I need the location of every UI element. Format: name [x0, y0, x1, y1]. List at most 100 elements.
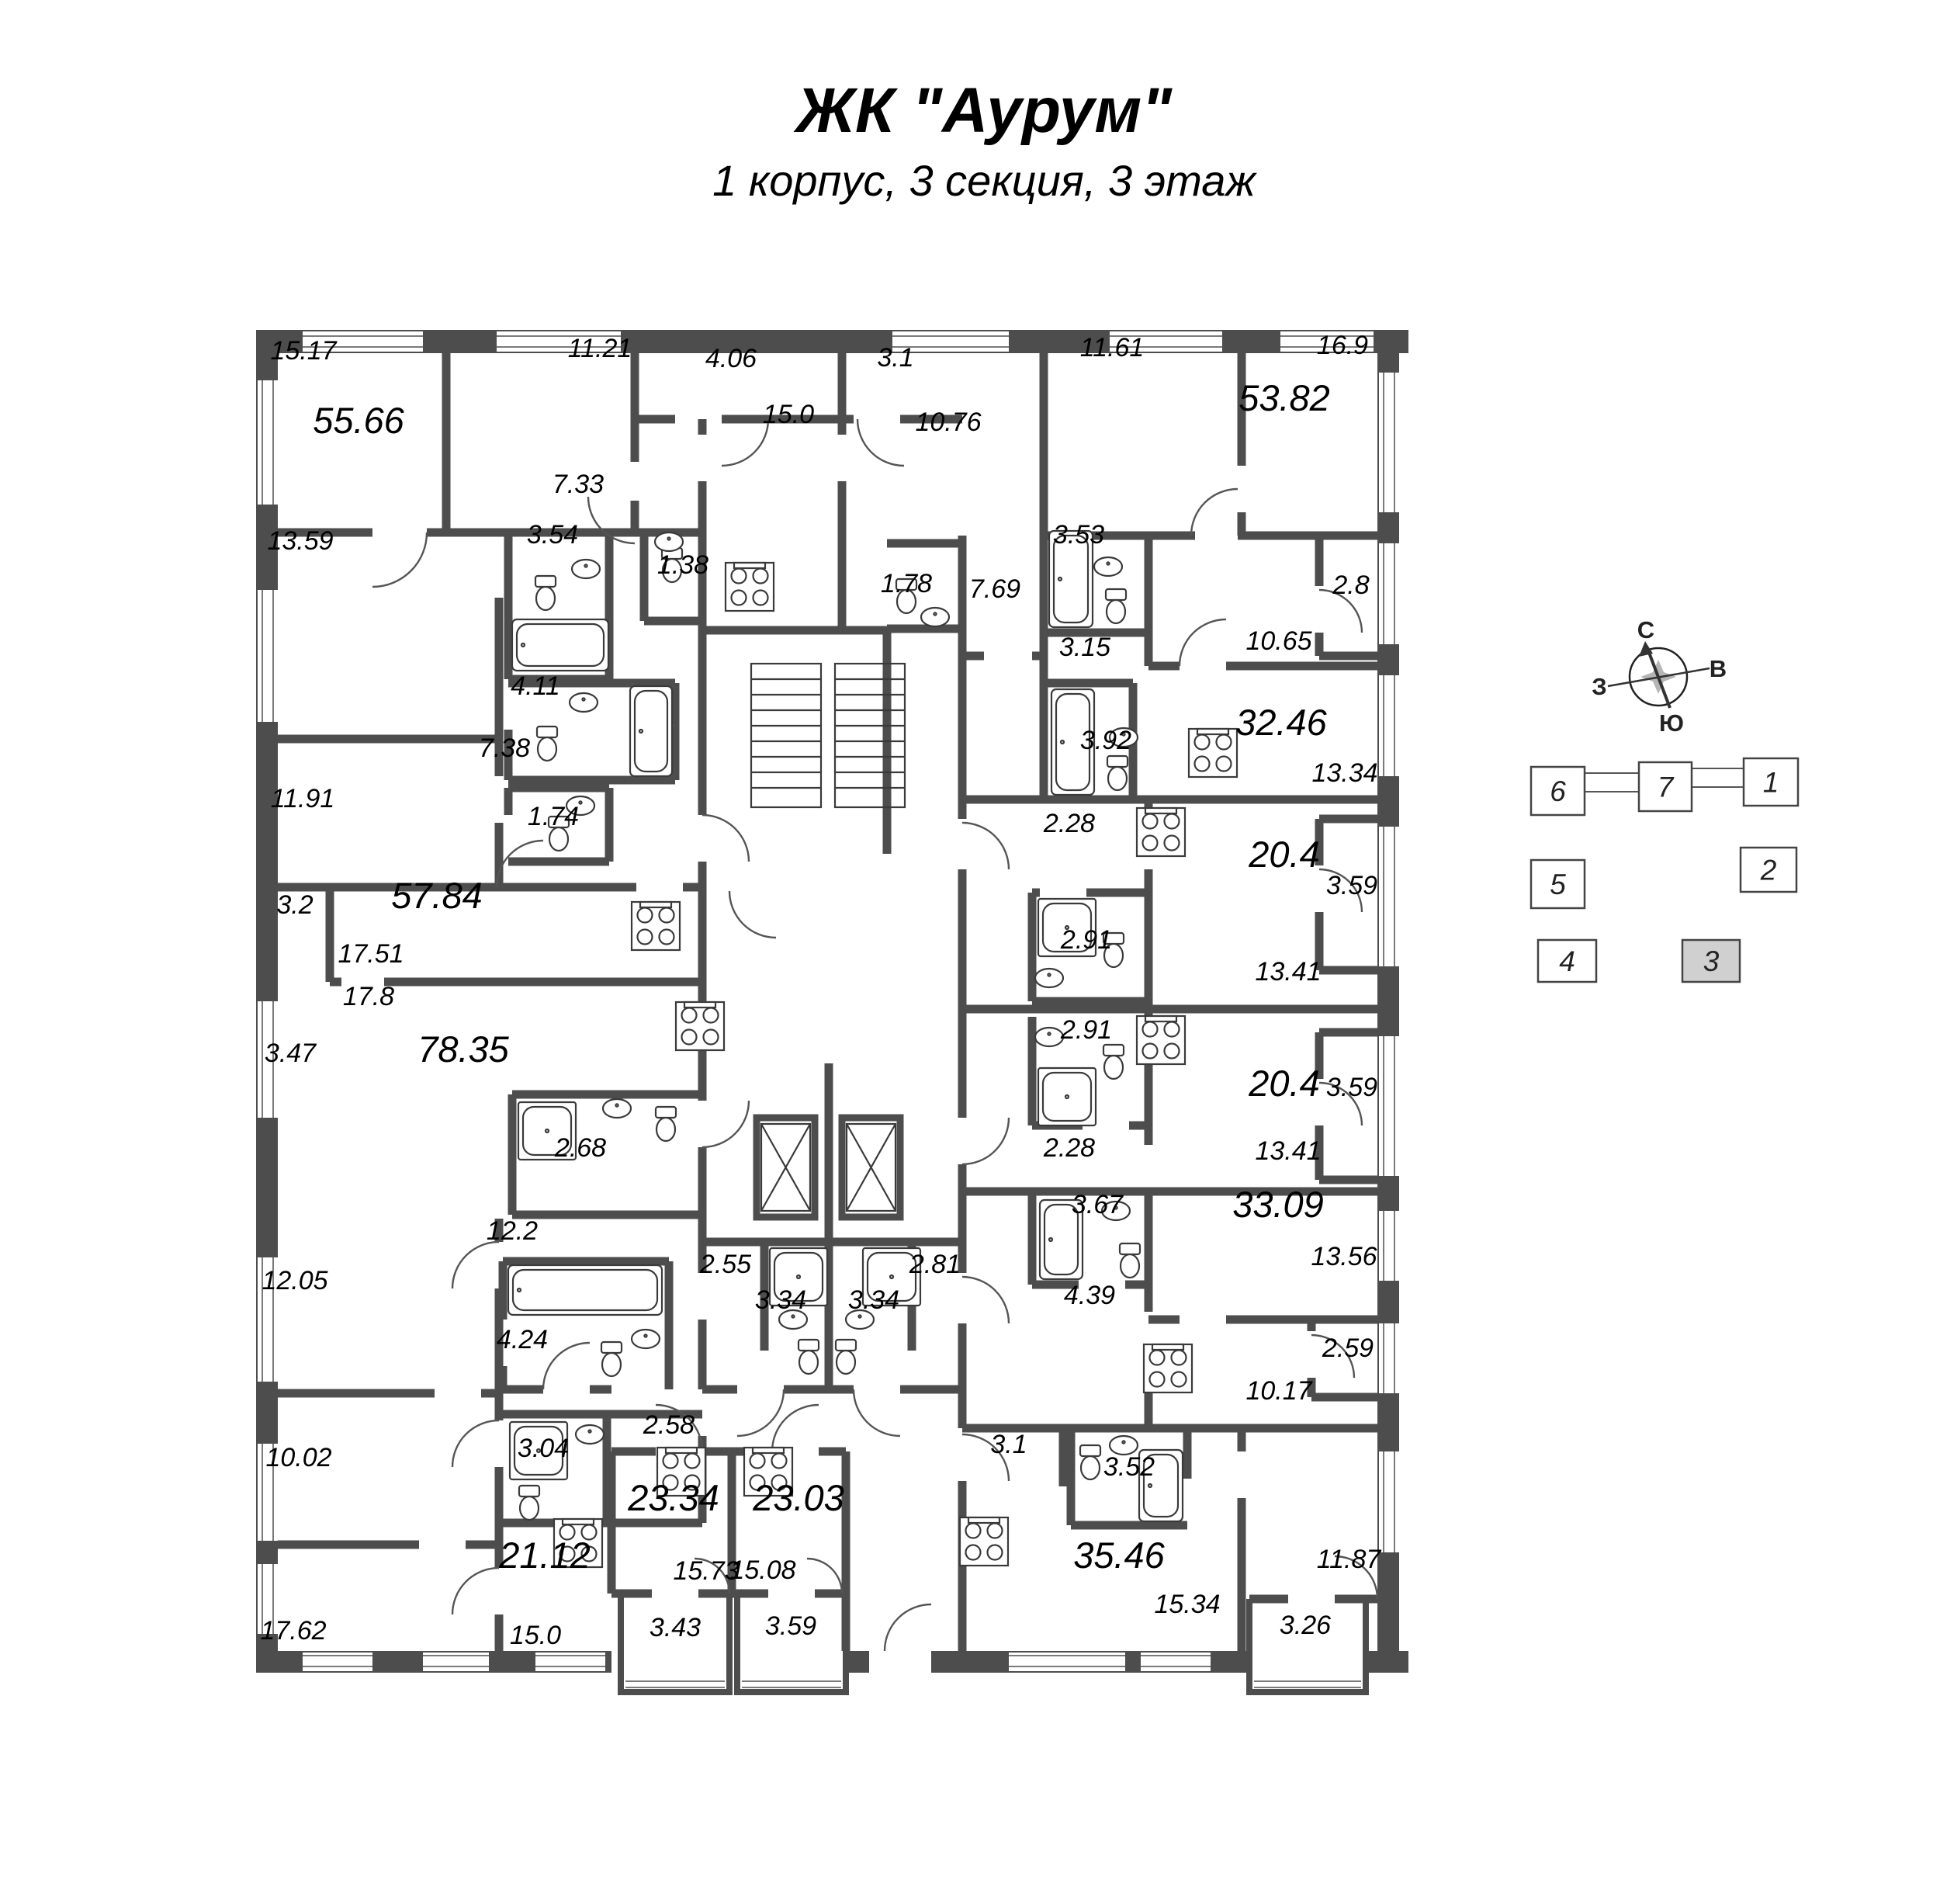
page-title: ЖК "Аурум" — [793, 75, 1173, 146]
area-label: 23.03 — [752, 1477, 844, 1518]
area-label: 2.81 — [909, 1250, 961, 1279]
sink-icon — [570, 558, 601, 580]
area-label: 10.65 — [1245, 626, 1311, 656]
sink-icon — [1034, 967, 1065, 989]
area-label: 3.59 — [1326, 871, 1377, 900]
key-plan-section-number: 2 — [1760, 855, 1777, 886]
sink-icon — [1093, 556, 1124, 577]
bathtub-icon — [511, 618, 610, 672]
area-label: 4.06 — [705, 344, 757, 373]
area-label: 12.2 — [487, 1216, 538, 1246]
sink-icon — [601, 1098, 632, 1119]
door-arcs — [372, 418, 1379, 1652]
shower-icon — [517, 1101, 577, 1161]
toilet-icon — [834, 1338, 857, 1375]
toilet-icon — [1102, 1043, 1125, 1080]
area-label: 2.59 — [1322, 1333, 1374, 1363]
key-plan-section-7: 7 — [1637, 761, 1693, 813]
area-label: 15.73 — [673, 1556, 739, 1586]
area-label: 15.34 — [1154, 1590, 1220, 1619]
area-label: 3.59 — [1326, 1073, 1377, 1102]
toilet-icon — [534, 574, 557, 612]
area-label: 11.91 — [271, 784, 335, 813]
toilet-icon — [600, 1340, 623, 1378]
area-label: 13.41 — [1255, 957, 1321, 987]
toilet-icon — [547, 815, 570, 852]
area-label: 11.87 — [1317, 1545, 1382, 1574]
area-label: 35.46 — [1073, 1535, 1165, 1576]
key-plan-section-number: 1 — [1763, 767, 1779, 799]
area-label: 3.52 — [1103, 1452, 1155, 1482]
area-label: 3.34 — [755, 1285, 806, 1315]
area-label: 7.38 — [479, 734, 530, 763]
shower-icon — [508, 1420, 569, 1481]
shower-icon — [768, 1247, 829, 1307]
area-label: 3.26 — [1280, 1611, 1331, 1640]
toilet-icon — [518, 1484, 541, 1521]
stove-icon — [1135, 806, 1187, 858]
area-label: 1.38 — [657, 550, 708, 580]
toilet-icon — [535, 725, 559, 762]
area-label: 17.51 — [338, 939, 404, 969]
area-label: 4.24 — [497, 1325, 548, 1354]
stove-icon — [674, 1001, 726, 1052]
stove-icon — [1135, 1014, 1187, 1066]
sink-icon — [653, 531, 684, 553]
toilet-icon — [1106, 754, 1129, 792]
key-plan-section-4: 4 — [1536, 938, 1598, 983]
key-plan-section-number: 5 — [1550, 869, 1566, 900]
sink-icon — [574, 1424, 605, 1445]
bathtub-icon — [1038, 1198, 1084, 1281]
area-label: 11.21 — [568, 334, 632, 363]
area-label: 11.61 — [1080, 333, 1145, 362]
sink-icon — [568, 692, 599, 713]
compass-east-label: В — [1710, 655, 1727, 682]
area-label: 3.43 — [650, 1613, 701, 1642]
area-label: 2.91 — [1060, 1015, 1112, 1045]
sink-icon — [844, 1309, 875, 1330]
area-label: 3.53 — [1053, 520, 1104, 550]
stove-icon — [1187, 727, 1238, 779]
sink-icon — [920, 606, 951, 628]
area-label: 2.8 — [1332, 571, 1369, 600]
compass-icon: С В З Ю — [1592, 616, 1727, 737]
area-label: 33.09 — [1232, 1184, 1324, 1225]
area-label: 23.34 — [627, 1477, 719, 1518]
area-label: 10.02 — [265, 1443, 331, 1472]
shower-icon — [861, 1247, 922, 1307]
stove-icon — [724, 561, 775, 612]
north-arrow — [1639, 641, 1653, 657]
sink-icon — [1108, 1434, 1139, 1456]
bathtub-icon — [629, 685, 674, 778]
key-plan-section-2: 2 — [1739, 846, 1798, 893]
key-plan-section-5: 5 — [1529, 858, 1586, 910]
area-label: 15.0 — [763, 400, 814, 429]
area-label: 10.76 — [915, 408, 981, 437]
area-label: 7.33 — [553, 470, 604, 499]
area-label: 15.0 — [510, 1621, 561, 1650]
area-label: 55.66 — [313, 400, 404, 441]
area-label: 20.4 — [1248, 1063, 1319, 1104]
key-plan-section-6: 6 — [1529, 765, 1586, 817]
bathtub-icon — [1050, 688, 1096, 796]
key-plan-section-number: 3 — [1703, 945, 1720, 977]
interior-walls — [278, 342, 1377, 1651]
toilet-icon — [1102, 931, 1125, 969]
area-label: 15.08 — [729, 1555, 795, 1585]
area-label: 2.28 — [1043, 809, 1095, 838]
elevator-icons — [753, 1114, 904, 1221]
shower-icon — [1037, 897, 1097, 958]
area-label: 3.15 — [1059, 633, 1110, 662]
sink-icon — [565, 795, 596, 817]
sink-icon — [630, 1328, 661, 1350]
key-plan-section-number: 4 — [1559, 945, 1575, 977]
area-label: 17.62 — [260, 1616, 326, 1646]
sink-icon — [778, 1309, 809, 1330]
toilet-icon — [797, 1338, 820, 1375]
stove-icon — [630, 900, 681, 952]
